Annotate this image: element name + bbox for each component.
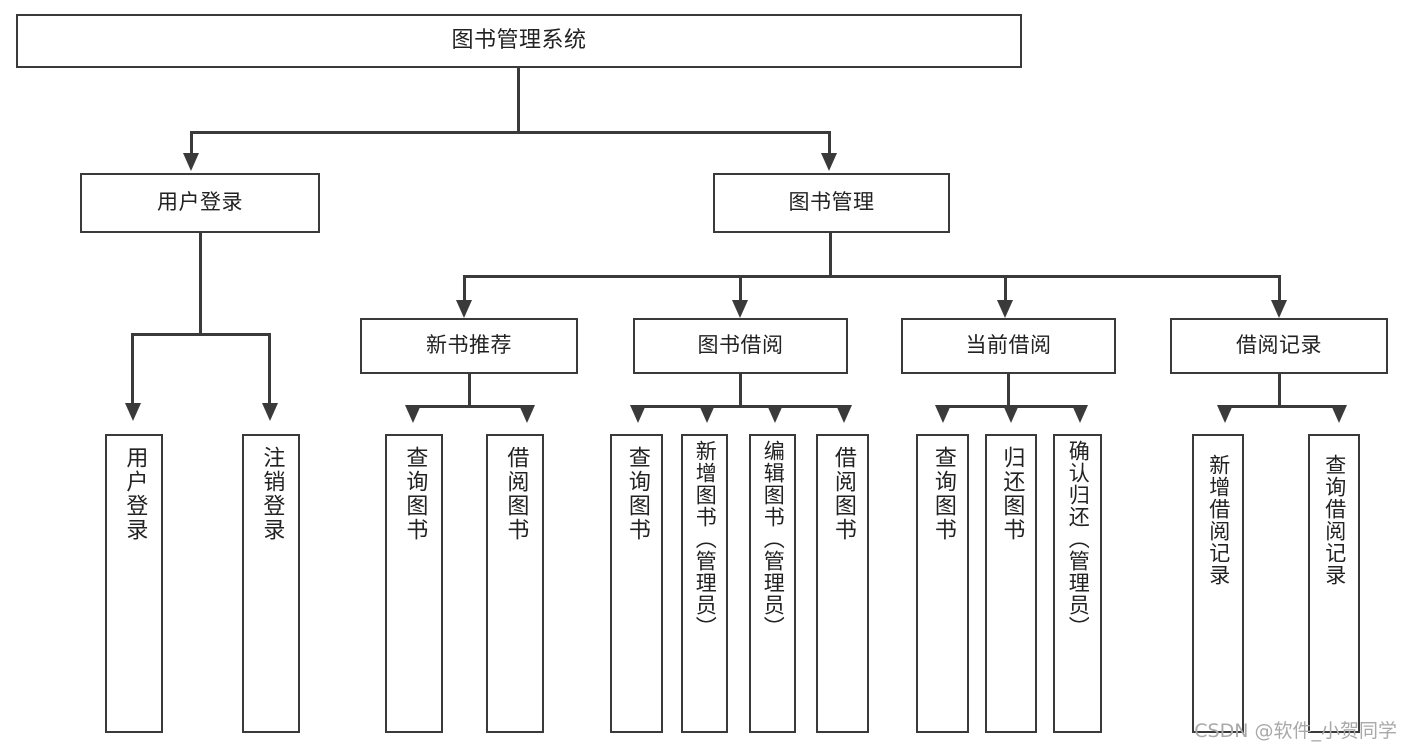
node-leaf-return-book[interactable]: 归还图书 [985, 434, 1037, 733]
arrow-to-new-book-rec [456, 300, 472, 318]
node-label: 查询借阅记录 [1322, 454, 1347, 586]
node-label: 图书借阅 [697, 333, 784, 358]
arrow-to-leaf-confirm-return-admin [1072, 405, 1088, 423]
connector-current-borrow-stem [1007, 374, 1010, 405]
arrow-to-leaf-query-book-1 [405, 405, 421, 423]
node-leaf-edit-book-admin[interactable]: 编辑图书（管理员） [749, 434, 796, 733]
node-user-login[interactable]: 用户登录 [80, 173, 320, 233]
connector-root-drop-right [828, 131, 831, 156]
node-label: 新书推荐 [426, 333, 512, 358]
arrow-to-book-borrow [732, 300, 748, 318]
connector-book-manage-bus [463, 275, 1281, 278]
node-label: 归还图书 [999, 446, 1025, 542]
node-label: 借阅图书 [830, 446, 856, 542]
arrow-to-leaf-add-book-admin [699, 405, 715, 423]
node-label: 借阅记录 [1236, 333, 1322, 358]
connector-borrow-record-stem [1278, 374, 1281, 405]
node-leaf-query-book-3[interactable]: 查询图书 [916, 434, 969, 733]
node-label: 用户登录 [157, 190, 243, 215]
node-leaf-query-book-2[interactable]: 查询图书 [610, 434, 663, 733]
node-label: 新增借阅记录 [1206, 454, 1231, 586]
connector-user-login-drop-2 [268, 333, 271, 405]
node-book-borrow[interactable]: 图书借阅 [633, 318, 848, 374]
connector-new-book-stem [468, 374, 471, 405]
node-borrow-record[interactable]: 借阅记录 [1170, 318, 1388, 374]
node-leaf-confirm-return-admin[interactable]: 确认归还（管理员） [1053, 434, 1102, 733]
arrow-to-leaf-query-book-3 [935, 405, 951, 423]
arrow-to-leaf-add-borrow-record [1217, 405, 1233, 423]
node-leaf-query-borrow-record[interactable]: 查询借阅记录 [1308, 434, 1360, 733]
connector-new-book-bus [411, 405, 529, 408]
node-label: 查询图书 [402, 446, 428, 542]
arrow-to-book-manage [821, 153, 837, 171]
connector-book-manage-stem [829, 233, 832, 275]
connector-borrow-record-bus [1223, 405, 1341, 408]
node-label: 查询图书 [930, 446, 956, 542]
arrow-to-leaf-borrow-book-2 [836, 405, 852, 423]
connector-root-bus [190, 131, 831, 134]
arrow-to-leaf-edit-book-admin [767, 405, 783, 423]
arrow-to-user-login [183, 153, 199, 171]
node-label: 注销登录 [259, 446, 285, 542]
connector-user-login-stem [199, 233, 202, 333]
node-label: 图书管理系统 [451, 27, 587, 53]
node-root-book-management-system[interactable]: 图书管理系统 [16, 14, 1022, 68]
arrow-to-leaf-user-login [125, 403, 141, 421]
arrow-to-current-borrow [997, 300, 1013, 318]
connector-root-stem [517, 68, 520, 131]
node-label: 图书管理 [788, 190, 875, 215]
arrow-to-leaf-user-logout [262, 403, 278, 421]
csdn-watermark: CSDN @软件_小贺同学 [1194, 720, 1397, 742]
node-label: 用户登录 [122, 446, 148, 542]
node-label: 确认归还（管理员） [1066, 440, 1091, 638]
node-label: 查询图书 [624, 446, 650, 542]
node-book-management[interactable]: 图书管理 [713, 173, 950, 233]
arrow-to-leaf-query-book-2 [630, 405, 646, 423]
arrow-to-leaf-return-book [1003, 405, 1019, 423]
connector-book-manage-drop-3 [1004, 275, 1007, 302]
connector-book-manage-drop-2 [739, 275, 742, 302]
node-leaf-user-login[interactable]: 用户登录 [105, 434, 163, 733]
node-leaf-borrow-book-2[interactable]: 借阅图书 [816, 434, 869, 733]
connector-book-borrow-bus [636, 405, 844, 408]
connector-user-login-bus [131, 333, 271, 336]
arrow-to-leaf-query-borrow-record [1331, 405, 1347, 423]
node-leaf-borrow-book-1[interactable]: 借阅图书 [486, 434, 544, 733]
node-leaf-add-book-admin[interactable]: 新增图书（管理员） [681, 434, 728, 733]
node-leaf-query-book-1[interactable]: 查询图书 [385, 434, 443, 733]
node-leaf-add-borrow-record[interactable]: 新增借阅记录 [1192, 434, 1244, 733]
arrow-to-leaf-borrow-book-1 [519, 405, 535, 423]
node-label: 借阅图书 [503, 446, 529, 542]
node-label: 当前借阅 [965, 333, 1052, 358]
node-label: 编辑图书（管理员） [761, 440, 786, 638]
connector-book-borrow-stem [739, 374, 742, 405]
node-leaf-user-logout[interactable]: 注销登录 [242, 434, 300, 733]
arrow-to-borrow-record [1271, 300, 1287, 318]
node-label: 新增图书（管理员） [693, 440, 718, 638]
connector-root-drop-left [190, 131, 193, 156]
node-new-book-recommendation[interactable]: 新书推荐 [360, 318, 578, 374]
node-current-borrow[interactable]: 当前借阅 [901, 318, 1116, 374]
connector-book-manage-drop-4 [1278, 275, 1281, 302]
connector-user-login-drop-1 [131, 333, 134, 405]
connector-book-manage-drop-1 [463, 275, 466, 302]
